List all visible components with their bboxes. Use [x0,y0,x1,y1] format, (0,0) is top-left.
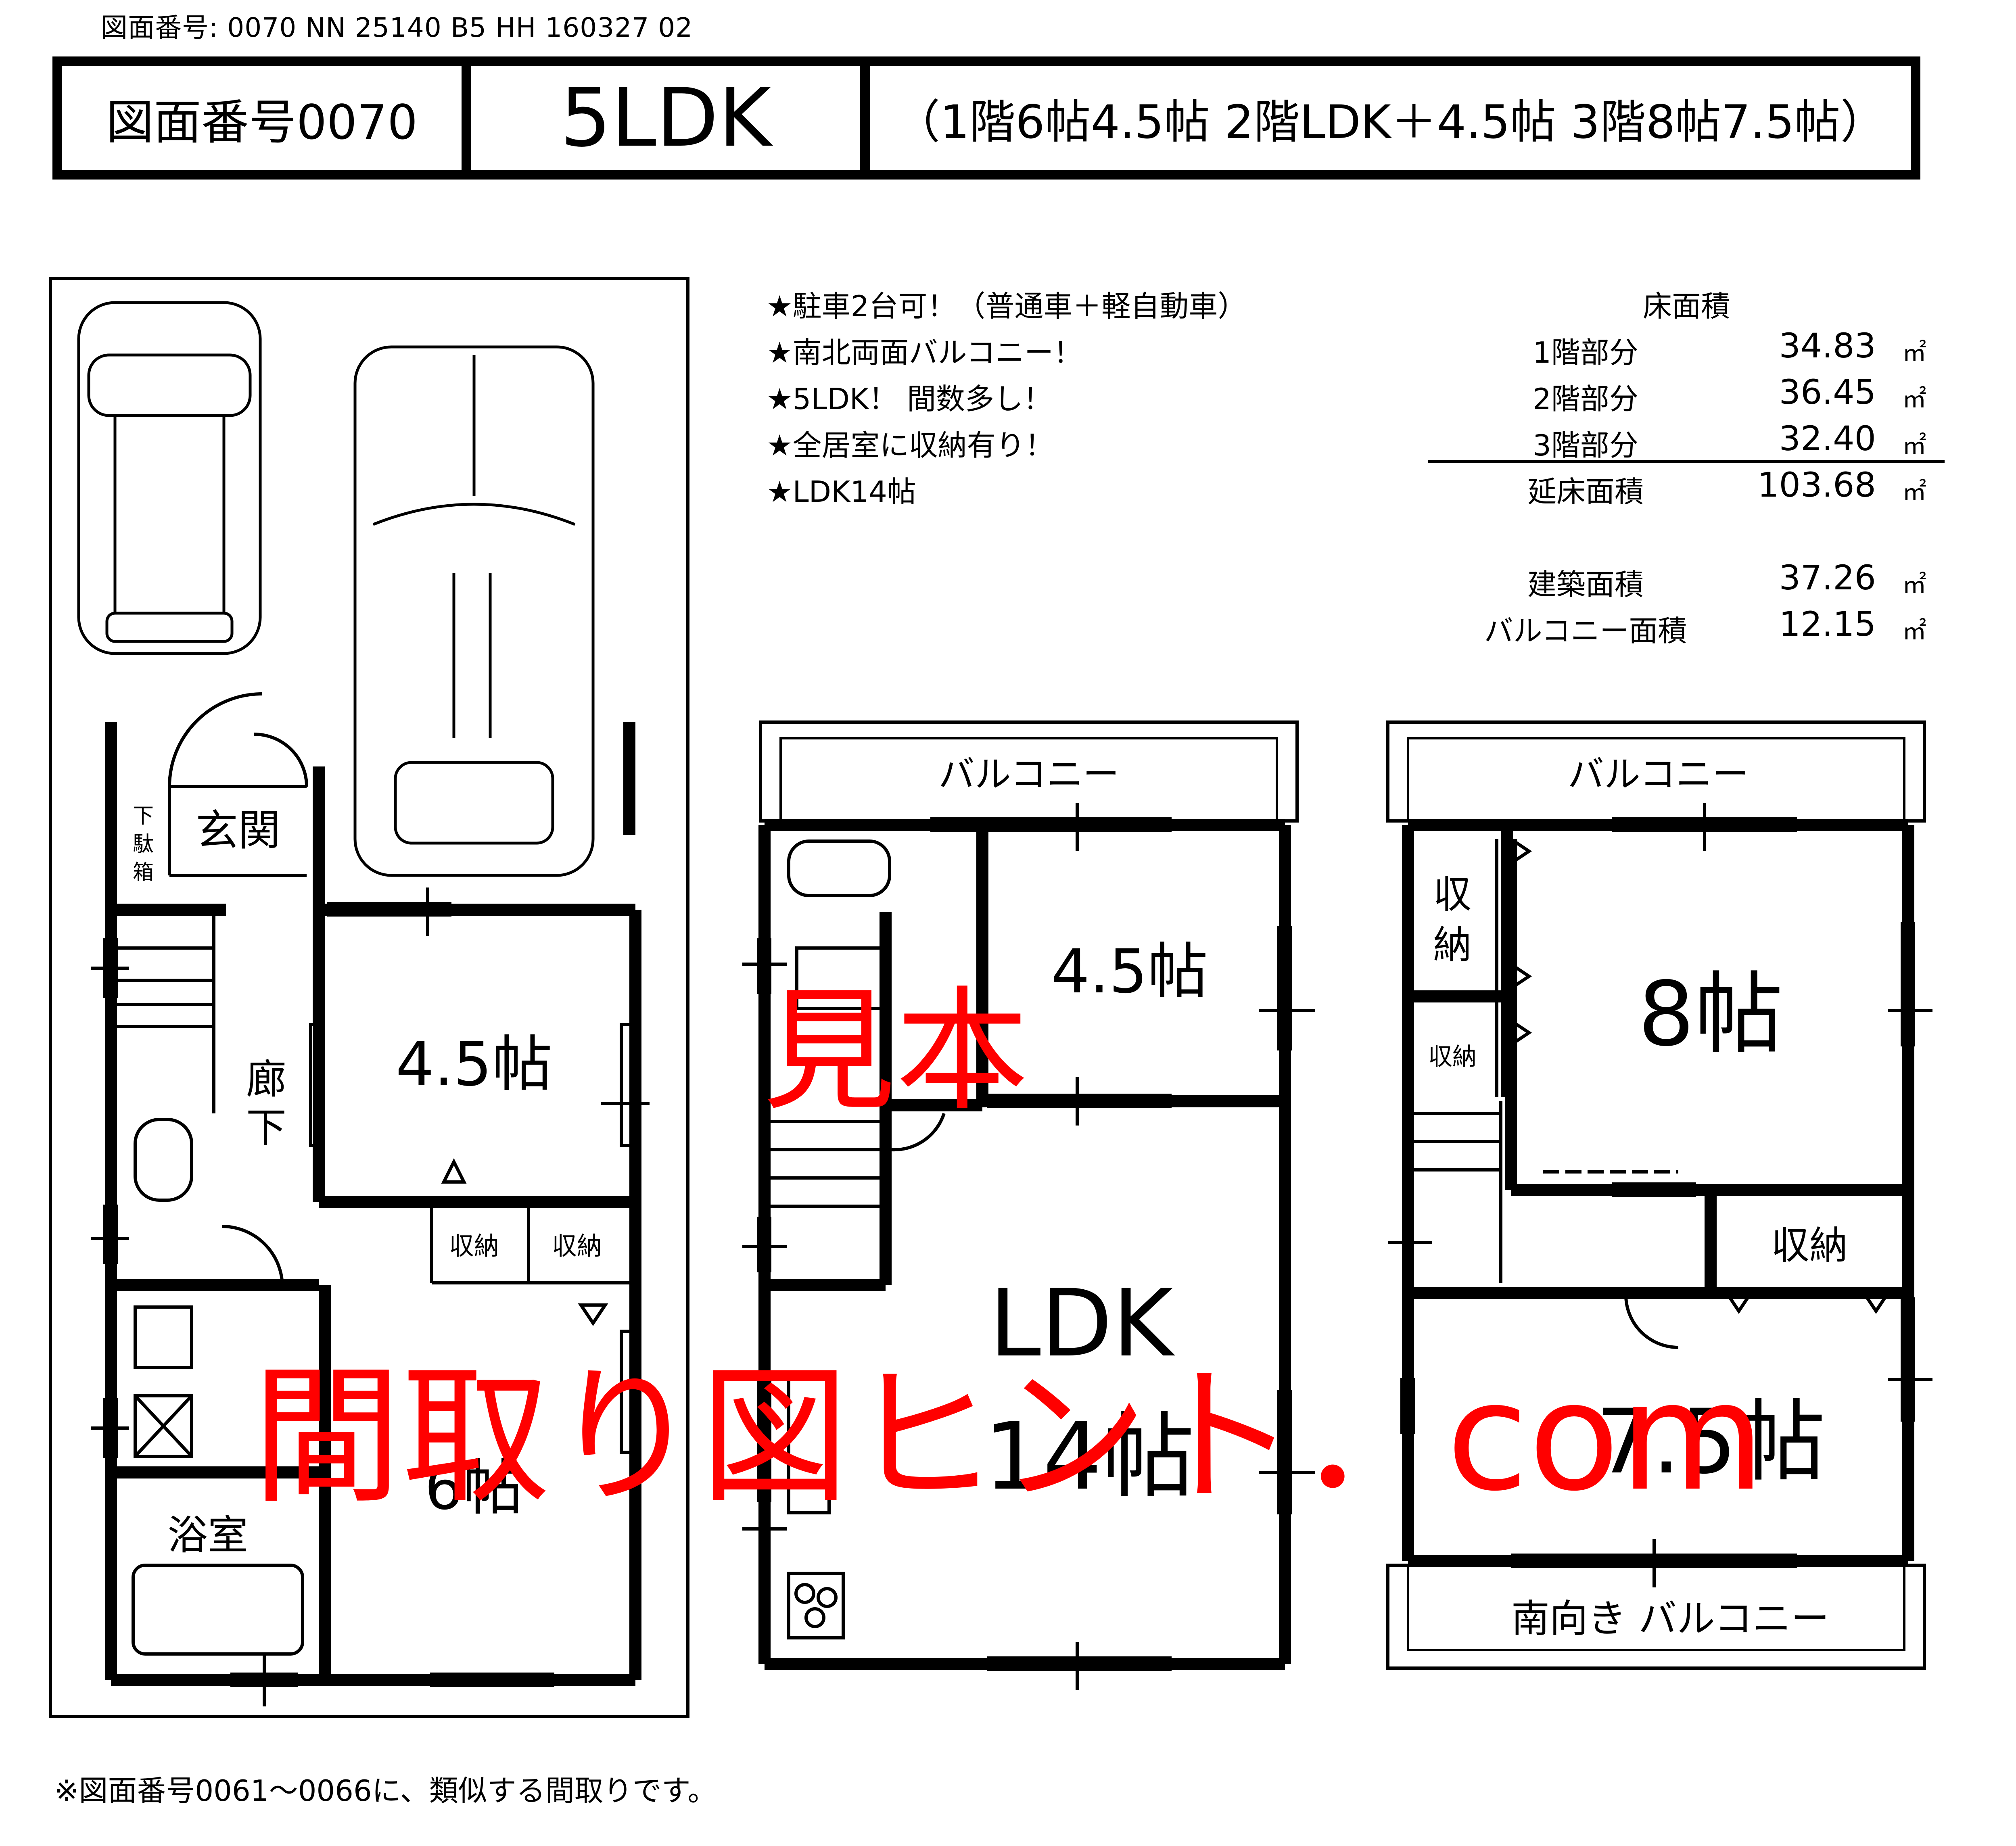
watermark-site: 間取り図ヒント．com [252,1351,1765,1524]
label-balcony: バルコニー [938,753,1119,796]
floor3-plan [1386,720,1932,1670]
area-unit: ㎡ [1902,617,1926,645]
header-number: 図面番号0070 [62,66,471,170]
feature-item: ★5LDK！ 間数多し！ [767,382,1053,416]
label-ldk: LDK [989,1270,1175,1378]
label-storage: 収 [1433,873,1471,917]
site-boundary [49,277,689,1718]
area-value: 37.26 [1779,558,1876,597]
area-label: 建築面積 [1527,568,1644,601]
label-room-8: 8帖 [1638,963,1783,1066]
label-ldk-size: 14帖 [984,1403,1195,1511]
area-value: 34.83 [1779,326,1876,365]
label-rouka: 廊 [246,1056,286,1103]
area-value: 36.45 [1779,372,1876,412]
area-value: 12.15 [1779,604,1876,644]
area-label: 2階部分 [1533,382,1638,416]
label-getabako: 箱 [133,860,154,885]
area-title: 床面積 [1642,289,1730,323]
area-label: 3階部分 [1533,428,1638,462]
area-unit: ㎡ [1902,432,1926,460]
area-unit: ㎡ [1902,571,1926,599]
label-room-4-5: 4.5帖 [1051,937,1208,1007]
label-storage: 納 [1433,923,1471,967]
label-rouka: 下 [246,1104,286,1151]
feature-item: ★駐車2台可！（普通車＋軽自動車） [767,289,1247,323]
area-label: バルコニー面積 [1484,614,1687,648]
car-icon [77,301,262,655]
floor1-plan [49,277,689,1718]
area-value: 103.68 [1757,465,1876,505]
label-getabako: 駄 [133,832,154,856]
area-label: 延床面積 [1527,475,1644,509]
area-value: 32.40 [1779,419,1876,458]
feature-item: ★全居室に収納有り！ [767,428,1054,462]
label-storage: 収納 [1771,1224,1848,1268]
area-divider [1428,460,1945,463]
label-storage: 収納 [449,1231,499,1261]
drawing-code: 図面番号: 0070 NN 25140 B5 HH 160327 02 [101,12,693,43]
label-room-4-5: 4.5帖 [396,1030,553,1100]
header-detail: （1階6帖4.5帖 2階LDK＋4.5帖 3階8帖7.5帖） [894,95,1886,149]
label-storage: 収納 [1428,1043,1477,1071]
area-label: 1階部分 [1533,336,1638,370]
floor2-plan [742,720,1315,1690]
label-room-6: 6帖 [424,1453,523,1523]
area-unit: ㎡ [1902,385,1926,413]
label-getabako: 下 [133,804,154,828]
label-bath: 浴室 [167,1512,248,1559]
area-unit: ㎡ [1902,478,1926,506]
label-balcony: バルコニー [1568,753,1749,796]
label-room-7-5: 7.5帖 [1596,1390,1826,1493]
label-genkan: 玄関 [196,806,280,855]
car-icon [353,345,595,877]
area-unit: ㎡ [1902,339,1926,367]
label-balcony-south: 南向き バルコニー [1511,1597,1829,1641]
watermark-sample: 見本 [763,974,1029,1129]
feature-item: ★南北両面バルコニー！ [767,336,1083,370]
header-layout: 5LDK [471,66,870,170]
feature-item: ★LDK14帖 [767,475,916,509]
header-box: 図面番号0070 5LDK （1階6帖4.5帖 2階LDK＋4.5帖 3階8帖7… [52,56,1920,180]
label-storage: 収納 [552,1231,602,1261]
footer-note: ※図面番号0061〜0066に、類似する間取りです。 [54,1774,717,1808]
